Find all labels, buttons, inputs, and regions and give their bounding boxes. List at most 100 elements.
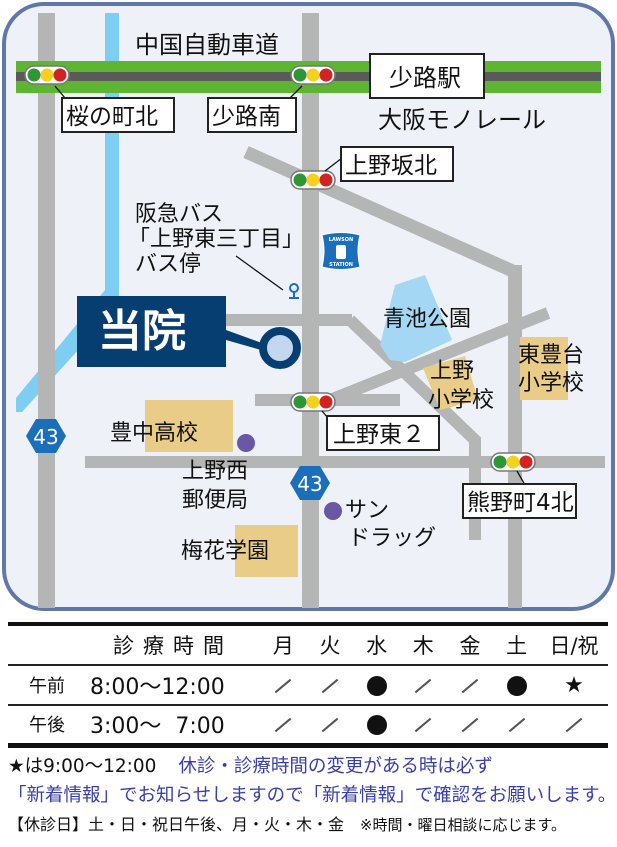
traffic-signal-icon: [24, 65, 70, 85]
schedule-cell: [353, 705, 400, 745]
time-range: 3:00〜 7:00: [90, 714, 225, 740]
signal-label-box: [340, 146, 454, 182]
svg-text:LAWSON: LAWSON: [329, 237, 353, 243]
notice-text: 休診・診療時間の変更がある時は必ず: [178, 756, 493, 777]
schedule-cell: [447, 665, 494, 705]
period-label: 午前: [29, 676, 65, 697]
traffic-signal-icon: [290, 170, 336, 190]
schedule-cell: ★: [540, 665, 608, 705]
higashi-toyodai-school-area: [520, 337, 568, 400]
higashi-school-label: 東豊台: [518, 343, 584, 368]
period-header: [8, 624, 86, 665]
star-icon: ★: [564, 672, 584, 698]
monorail-label: 大阪モノレール: [378, 106, 546, 134]
schedule-cell: [353, 665, 400, 705]
station-box: [369, 53, 485, 99]
roads: [38, 13, 605, 608]
closed-slash-icon: [461, 678, 479, 693]
closed-slash-icon: [321, 717, 339, 732]
schedule-cell: [307, 665, 354, 705]
schedule-cell: [260, 665, 307, 705]
closed-slash-icon: [508, 717, 525, 732]
schedule-cell: [493, 705, 540, 745]
signal-label: 上野坂北: [345, 153, 437, 179]
signal-label-box: [61, 97, 175, 133]
route-43-sign-icon: 43: [290, 466, 330, 500]
open-dot-icon: [366, 675, 387, 696]
day-header: 月: [272, 634, 294, 658]
closed-slash-icon: [321, 678, 339, 693]
signal-label: 上野東２: [333, 422, 425, 448]
svg-text:43: 43: [33, 425, 58, 449]
drugstore-label: ドラッグ: [348, 526, 436, 551]
signal-label-box: [462, 483, 577, 519]
signal-label: 少路南: [212, 104, 281, 130]
hospital-label-box[interactable]: [77, 296, 226, 367]
higashi-school-label: 小学校: [518, 371, 584, 396]
aoike-park-area: [380, 275, 452, 362]
post-office-label: 郵便局: [182, 488, 248, 513]
hospital-pointer: [226, 330, 270, 352]
closed-slash-icon: [275, 717, 292, 732]
bus-stop-label: 「上野東三丁目」: [128, 227, 304, 252]
day-header: 木: [412, 634, 434, 658]
notes: ★は9:00〜12:00 休診・診療時間の変更がある時は必ず 「新着情報」でお知…: [8, 752, 617, 840]
signal-label: 熊野町4北: [467, 490, 574, 516]
day-header: 水: [366, 634, 388, 658]
traffic-signal-icon: [290, 392, 336, 412]
signal-label-box: [207, 97, 297, 133]
post-office-label: 上野西: [182, 459, 248, 484]
schedule-header-row: 診療時間 月 火 水 木 金 土 日/祝: [8, 624, 608, 665]
traffic-signal-icon: [490, 452, 536, 472]
drugstore-label: サン: [345, 498, 389, 523]
toyonaka-high-label: 豊中高校: [110, 421, 198, 446]
traffic-signal-icon: [290, 65, 336, 85]
signal-label: 桜の町北: [66, 104, 158, 130]
notice-text-2: 「新着情報」でお知らせしますので「新着情報」で確認をお願いします。: [8, 785, 617, 806]
schedule-cell: [307, 705, 354, 745]
day-header: 金: [459, 634, 481, 658]
schedule-cell: [400, 705, 447, 745]
schedule-cell: [447, 705, 494, 745]
schedule-cell: [260, 705, 307, 745]
hospital-marker-icon[interactable]: [259, 327, 301, 369]
closed-slash-icon: [414, 717, 432, 732]
closed-slash-icon: [275, 678, 292, 693]
hospital-label: 当院: [98, 306, 186, 357]
star-note: ★は9:00〜12:00: [8, 756, 157, 777]
schedule-cell: [540, 705, 608, 745]
day-header: 火: [319, 634, 341, 658]
park-label: 青池公園: [383, 307, 471, 332]
closed-slash-icon: [414, 678, 432, 693]
consult-note: ※時間・曜日相談に応じます。: [359, 816, 566, 834]
post-office-dot-icon: [237, 434, 255, 452]
bus-stop-label: バス停: [135, 252, 201, 277]
ueno-school-label: 小学校: [428, 388, 494, 413]
ueno-school-area: [423, 356, 478, 410]
svg-text:STATION: STATION: [329, 262, 353, 268]
period-label: 午後: [29, 715, 65, 737]
schedule-cell: [493, 665, 540, 705]
station-label: 少路駅: [389, 64, 461, 92]
bus-stop-icon: [289, 283, 299, 299]
expressway-label: 中国自動車道: [135, 31, 279, 59]
svg-text:43: 43: [297, 472, 322, 496]
bus-stop-label: 阪急バス: [135, 202, 223, 227]
open-dot-icon: [506, 675, 527, 696]
toyonaka-high-area: [145, 400, 233, 452]
lawson-station-icon: LAWSON STATION: [321, 232, 361, 270]
closed-slash-icon: [461, 717, 479, 732]
schedule-table: 診療時間 月 火 水 木 金 土 日/祝 午前 8:00〜12:00 ★ 午後 3:00…: [8, 622, 608, 748]
schedule-row: 午前 8:00〜12:00 ★: [8, 665, 608, 705]
signal-label-box: [326, 415, 440, 451]
closed-days: 【休診日】土・日・祝日午後、月・火・木・金: [8, 815, 345, 834]
ueno-school-label: 上野: [430, 359, 474, 384]
schedule-cell: [400, 665, 447, 705]
baika-area: [235, 525, 298, 577]
time-range: 8:00〜12:00: [90, 675, 225, 700]
access-map: 中国自動車道 少路駅 大阪モノレール 桜の町北 少路南 上野坂北 上野東２ 熊野…: [2, 2, 615, 611]
drugstore-dot-icon: [324, 502, 342, 520]
route-43-sign-icon: 43: [26, 419, 66, 453]
schedule-row: 午後 3:00〜 7:00: [8, 705, 608, 745]
baika-label: 梅花学園: [181, 539, 269, 564]
